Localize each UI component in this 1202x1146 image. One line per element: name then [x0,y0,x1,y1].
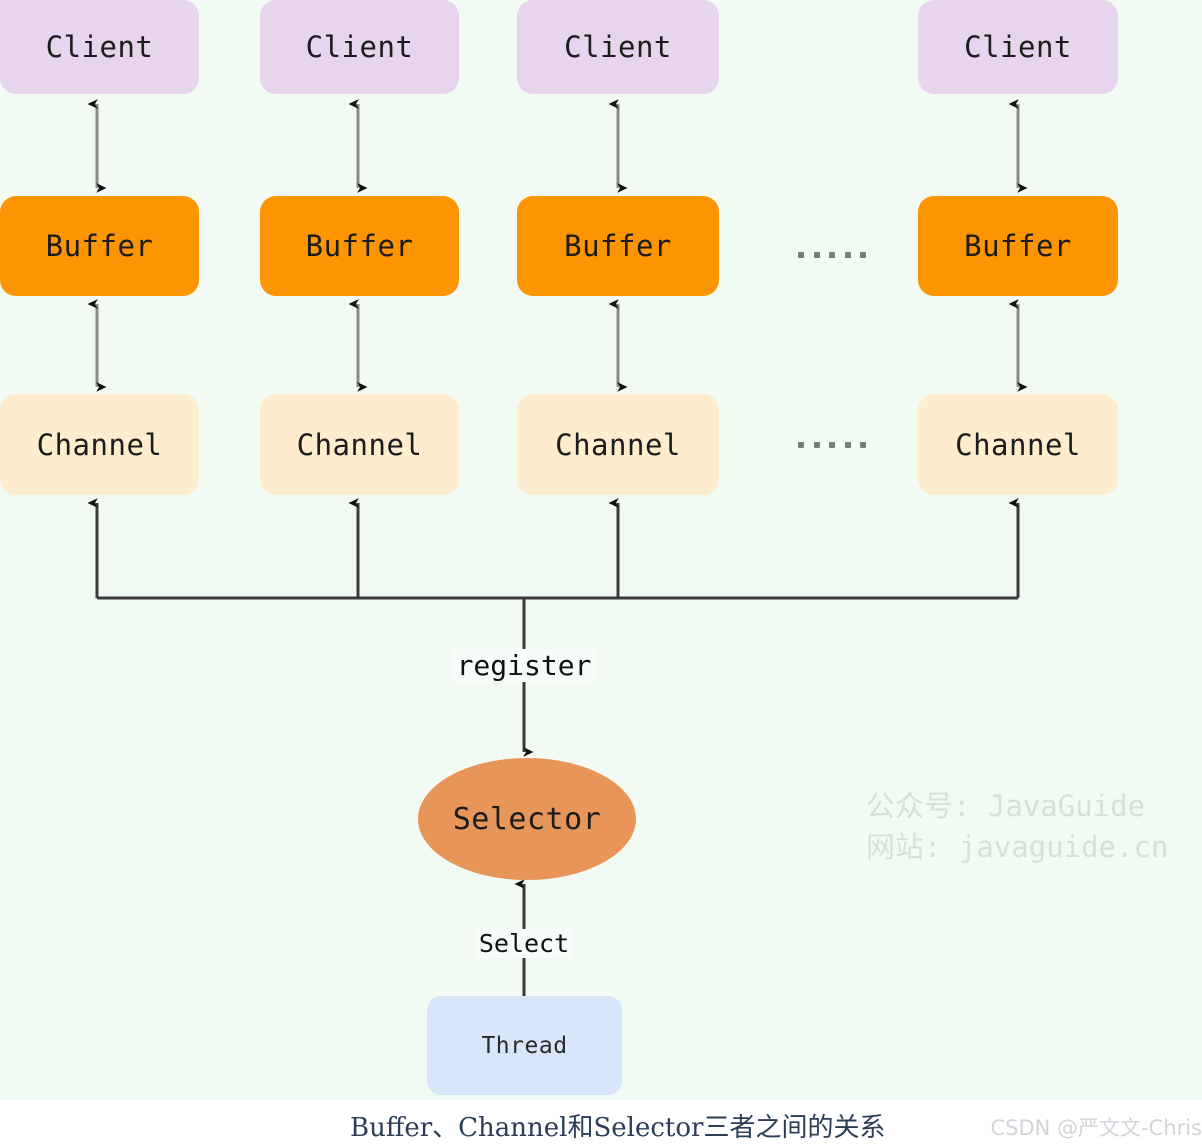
javaguide-watermark: 公众号: JavaGuide 网站: javaguide.cn [866,786,1168,868]
ellipsis-dot [829,442,835,448]
node-label: Client [305,30,414,64]
node-label: Buffer [964,229,1072,263]
ellipsis-dot [860,252,866,258]
node-label: Client [964,30,1072,64]
ellipsis-channel-row [798,442,866,448]
edge-label-register: register [452,649,596,682]
node-buffer-4[interactable]: Buffer [918,196,1118,296]
client-buffer-arrows [87,99,1028,193]
edge-label-select: Select [474,929,574,958]
node-label: Client [564,30,672,64]
node-selector[interactable]: Selector [418,758,636,880]
node-label: Channel [955,427,1081,462]
node-label: Channel [555,427,681,462]
node-label: Selector [452,801,602,837]
node-channel-1[interactable]: Channel [0,394,199,495]
node-buffer-1[interactable]: Buffer [0,196,199,296]
caption-bar: Buffer、Channel和Selector三者之间的关系 CSDN @严文文… [0,1100,1202,1146]
node-channel-3[interactable]: Channel [517,394,719,495]
node-label: Buffer [45,229,154,263]
diagram-canvas: Client Client Client Client Buffer Buffe… [0,0,1202,1100]
node-label: Channel [296,427,423,462]
buffer-channel-arrows [87,299,1028,392]
ellipsis-dot [813,252,820,258]
node-label: Thread [481,1032,568,1059]
node-buffer-2[interactable]: Buffer [260,196,459,296]
csdn-watermark: CSDN @严文文-Chris [990,1116,1202,1140]
register-bus [87,498,1020,600]
watermark-line-2: 网站: javaguide.cn [866,830,1169,864]
node-channel-4[interactable]: Channel [918,394,1118,495]
node-label: Buffer [564,229,672,263]
connector-layer [87,99,1028,996]
watermark-line-1: 公众号: JavaGuide [866,789,1146,823]
node-label: Channel [36,427,163,462]
ellipsis-dot [829,252,835,258]
ellipsis-dot [844,252,851,258]
ellipsis-dot [798,442,804,448]
node-channel-2[interactable]: Channel [260,394,459,495]
node-buffer-3[interactable]: Buffer [517,196,719,296]
ellipsis-buffer-row [798,252,866,258]
ellipsis-dot [844,442,851,448]
figure-caption: Buffer、Channel和Selector三者之间的关系 [350,1113,886,1143]
node-client-1[interactable]: Client [0,0,199,94]
node-label: Buffer [305,229,414,263]
node-label: Client [45,30,154,64]
node-thread[interactable]: Thread [427,996,622,1095]
ellipsis-dot [860,442,866,448]
ellipsis-dot [798,252,804,258]
node-client-4[interactable]: Client [918,0,1118,94]
node-client-2[interactable]: Client [260,0,459,94]
ellipsis-dot [813,442,820,448]
node-client-3[interactable]: Client [517,0,719,94]
